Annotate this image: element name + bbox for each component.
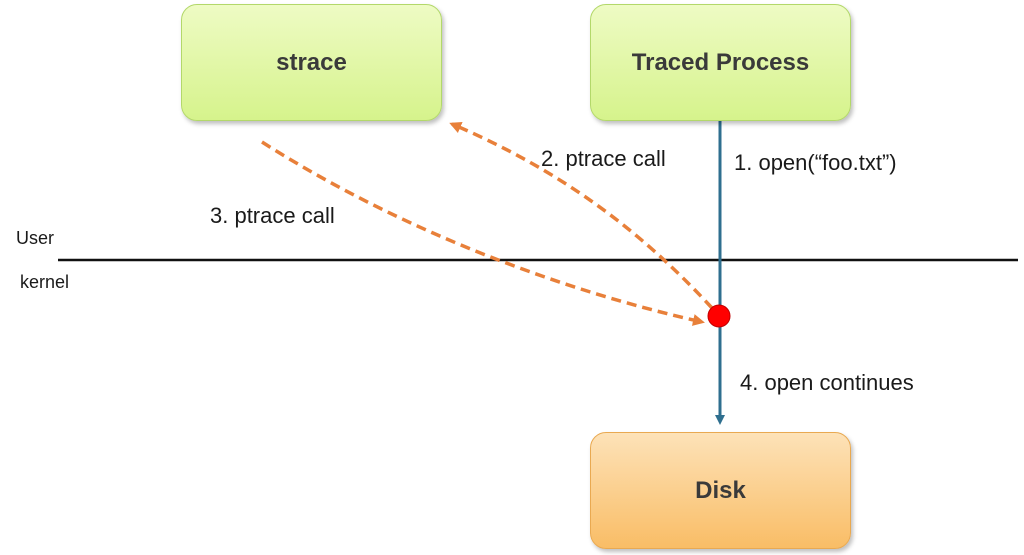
traced-process-box: Traced Process bbox=[590, 4, 851, 121]
step4-label: 4. open continues bbox=[740, 370, 914, 395]
step3-label: 3. ptrace call bbox=[210, 203, 335, 228]
trap-point bbox=[707, 304, 731, 328]
strace-box: strace bbox=[181, 4, 442, 121]
traced-process-box-label: Traced Process bbox=[631, 48, 810, 76]
user-space-label: User bbox=[16, 228, 55, 248]
kernel-space-label: kernel bbox=[20, 272, 70, 292]
step3-arrow bbox=[261, 140, 705, 326]
disk-box-label: Disk bbox=[695, 476, 746, 504]
step2-label: 2. ptrace call bbox=[541, 146, 666, 171]
strace-box-label: strace bbox=[276, 48, 347, 76]
disk-box: Disk bbox=[590, 432, 851, 549]
step2-arrow bbox=[449, 122, 714, 310]
step1-label: 1. open(“foo.txt”) bbox=[734, 150, 897, 175]
